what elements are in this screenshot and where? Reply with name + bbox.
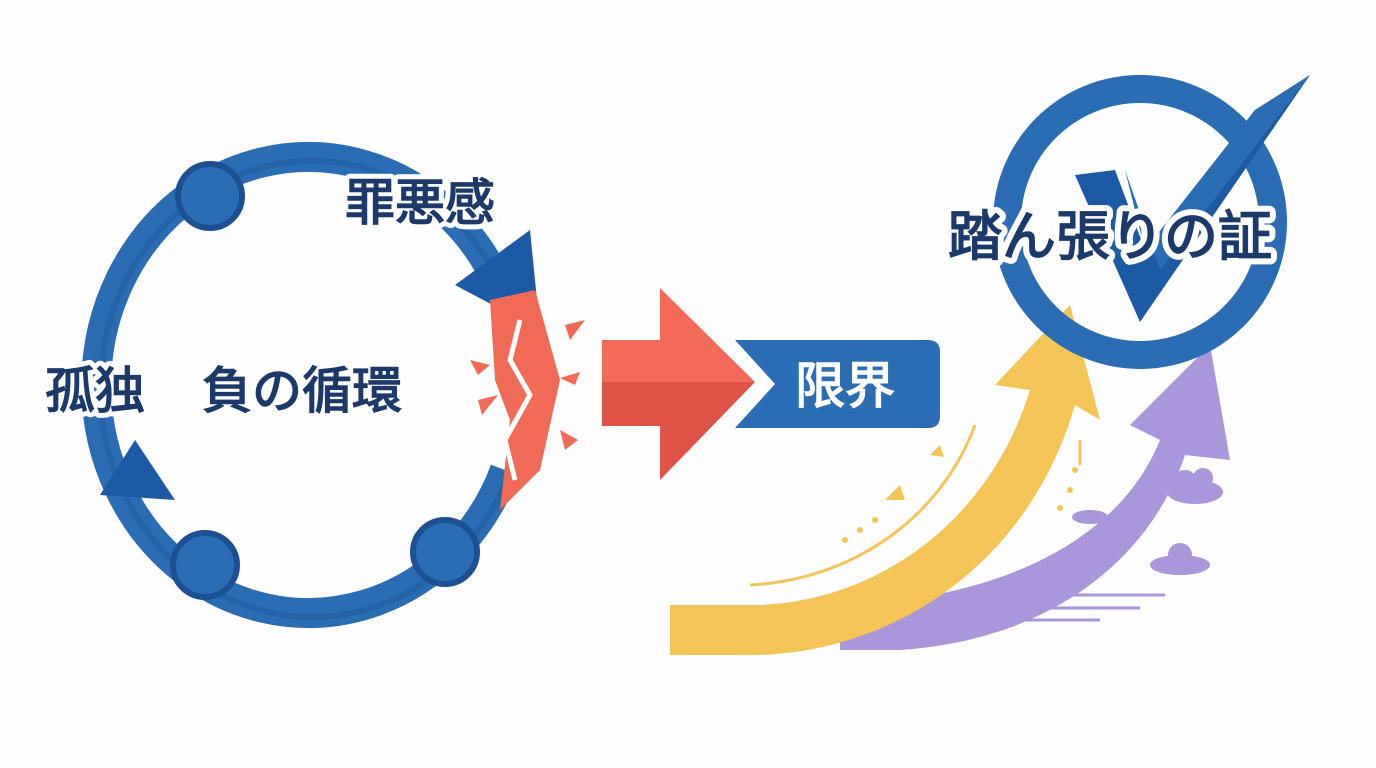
cycle-node [170, 530, 240, 600]
red-arrow-icon [602, 288, 755, 480]
label-proof-of-perseverance: 踏ん張りの証 [948, 205, 1272, 268]
cycle-node [410, 517, 480, 587]
arrowhead-up-icon [100, 440, 175, 500]
speed-lines [950, 593, 1165, 622]
cloud-icon [1072, 468, 1223, 575]
cycle-node [175, 161, 245, 231]
limit-badge: 限界 [735, 340, 940, 428]
cycle-ring-shade [97, 158, 512, 620]
cycle-ring [81, 142, 520, 628]
label-isolation: 孤独 [45, 362, 145, 420]
check-circle-icon: 踏ん張りの証 [942, 75, 1310, 369]
label-limit: 限界 [795, 357, 895, 415]
crack-break-icon [470, 290, 585, 510]
label-guilt: 罪悪感 [345, 174, 495, 232]
negative-cycle: 罪悪感 孤独 負の循環 [40, 142, 585, 628]
label-negative-cycle: 負の循環 [202, 362, 402, 420]
